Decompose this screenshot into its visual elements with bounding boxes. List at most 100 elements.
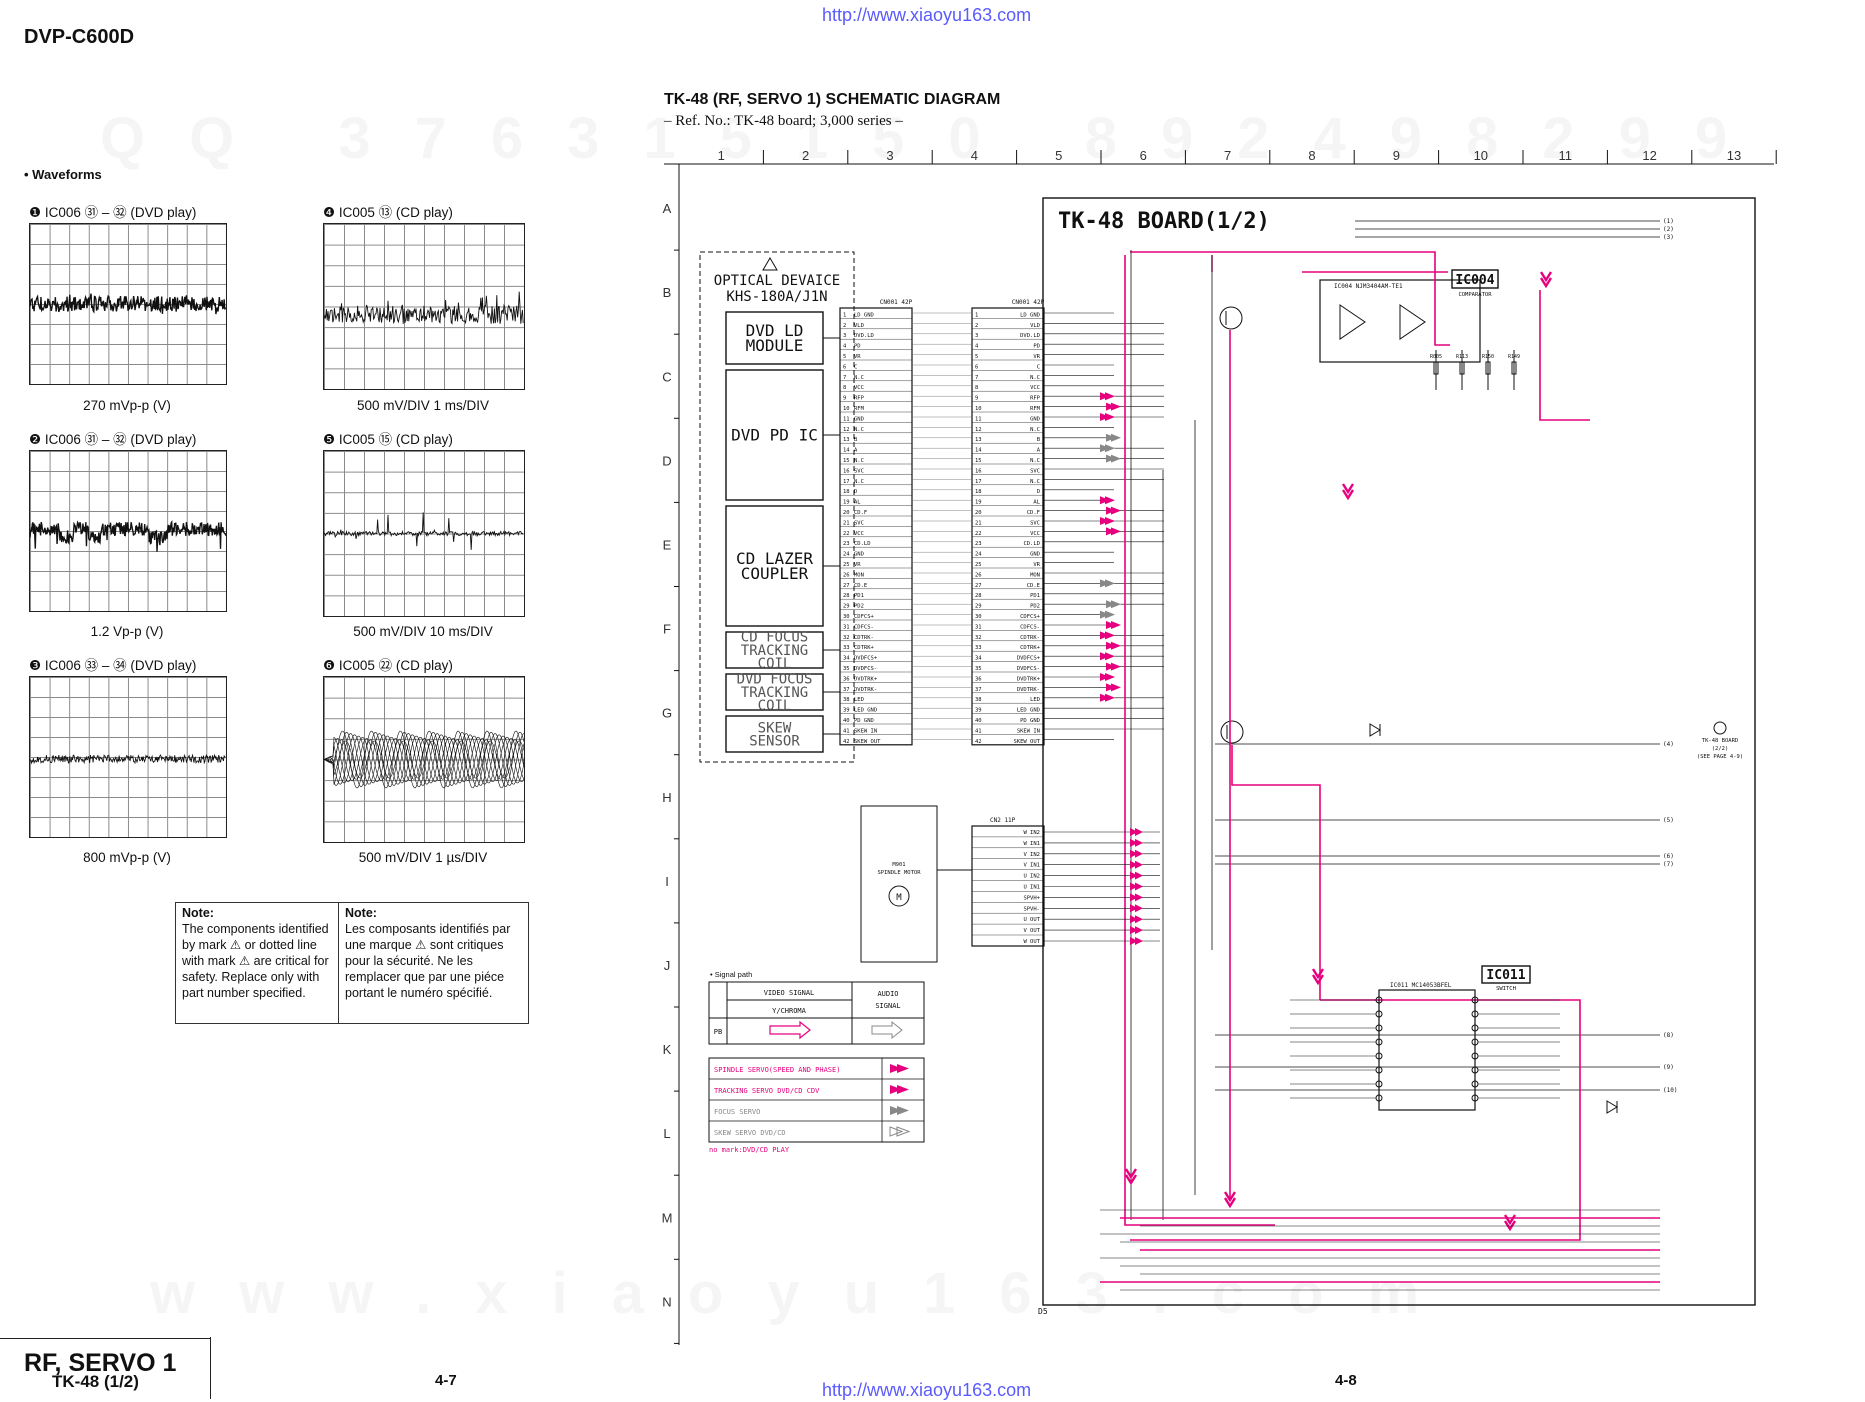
pin-number: 16 <box>843 468 850 474</box>
ic011-name: IC011 <box>1486 968 1525 983</box>
pin-number: 33 <box>843 645 850 651</box>
cd-focus-coil-block-label-1: TRACKING <box>741 643 808 659</box>
pin-number: 3 <box>975 333 978 339</box>
row-letter-E: E <box>663 537 672 552</box>
signal-path-title: • Signal path <box>710 970 752 979</box>
pin-label: N.C <box>854 375 864 381</box>
column-number-10: 10 <box>1474 148 1488 163</box>
legend-y-chroma: Y/CHROMA <box>772 1007 807 1015</box>
waveform-5-title: ❺ IC005 ⑮ (CD play) <box>323 432 453 447</box>
servo-legend-arrow-icon-3 <box>889 1126 911 1137</box>
pin-number: 29 <box>975 604 982 610</box>
waveform-1-scope <box>29 223 227 385</box>
optical-device-model: KHS-180A/J1N <box>726 289 827 305</box>
pin-number: 21 <box>975 520 982 526</box>
spindle-pin-label: SPVH- <box>1023 906 1040 912</box>
waveform-3-title: ❸ IC006 ㉝ – ㉞ (DVD play) <box>29 658 197 673</box>
pin-label: N.C <box>1030 375 1040 381</box>
pin-label: VR <box>854 354 861 360</box>
pin-label: N.C <box>1030 458 1040 464</box>
pin-number: 21 <box>843 520 850 526</box>
skew-sensor-block-label-0: SKEW <box>758 720 792 736</box>
pin-number: 2 <box>975 323 978 329</box>
pin-label: PD GND <box>1020 718 1040 724</box>
pin-label: D <box>1037 489 1040 495</box>
pin-label: CDTRK- <box>854 635 874 641</box>
page-number-right: 4-8 <box>1335 1372 1357 1389</box>
output-ref-8: (9) <box>1663 1064 1674 1071</box>
pin-number: 6 <box>843 364 846 370</box>
pin-label: DVDFCS- <box>1017 666 1040 672</box>
spindle-pin-label: W OUT <box>1023 939 1040 945</box>
signal-arrow-icon <box>1100 579 1115 588</box>
pin-number: 28 <box>975 593 982 599</box>
resistor-R150 <box>1485 361 1491 375</box>
sheet-ref-circle <box>1713 721 1727 735</box>
pin-label: CD.E <box>854 583 867 589</box>
cd-focus-coil-block-label-2: COIL <box>758 656 792 672</box>
comparator-symbol <box>1339 304 1366 340</box>
pin-number: 18 <box>975 489 982 495</box>
column-number-4: 4 <box>971 148 978 163</box>
safety-note-english: Note: The components identified by mark … <box>176 903 339 1023</box>
pin-number: 41 <box>975 728 982 734</box>
pin-label: N.C <box>854 479 864 485</box>
spindle-arrow-icon <box>1130 871 1143 880</box>
background-watermark-bottom: www.xiaoyu163.com <box>150 1260 1463 1327</box>
signal-arrow-icon <box>1106 662 1121 671</box>
waveform-trace <box>30 520 226 552</box>
pin-number: 10 <box>843 406 850 412</box>
waveform-2-scope <box>29 450 227 612</box>
pin-number: 7 <box>975 375 978 381</box>
pin-label: DVDFCS+ <box>1017 656 1041 662</box>
waveform-2-title: ❷ IC006 ㉛ – ㉜ (DVD play) <box>29 432 197 447</box>
waveform-trace <box>324 733 524 786</box>
pin-number: 42 <box>843 739 850 745</box>
signal-arrow-icon <box>1100 652 1115 661</box>
pin-label: RFP <box>1030 396 1041 402</box>
pin-number: 40 <box>975 718 982 724</box>
spindle-motor-ref: M901 <box>892 862 905 868</box>
signal-arrow-icon <box>1100 517 1115 525</box>
pin-label: LED <box>854 697 864 703</box>
pin-number: 39 <box>843 708 850 714</box>
waveform-4-title: ❹ IC005 ⑬ (CD play) <box>323 205 453 220</box>
pin-number: 32 <box>843 635 850 641</box>
pin-label: CDTRK+ <box>1020 645 1041 651</box>
servo-legend-label-2: FOCUS SERVO <box>714 1108 760 1116</box>
column-number-9: 9 <box>1393 148 1400 163</box>
signal-arrow-icon <box>1106 402 1121 411</box>
ic004-package <box>1319 279 1481 363</box>
servo-legend-arrow-icon-0 <box>890 1064 909 1073</box>
pin-label: SVC <box>854 520 864 526</box>
servo-legend-label-1: TRACKING SERVO DVD/CD CDV <box>714 1087 820 1095</box>
pin-number: 25 <box>975 562 982 568</box>
pin-label: CD.LD <box>1023 541 1040 547</box>
pin-number: 28 <box>843 593 850 599</box>
note-title-fr: Note: <box>345 906 377 920</box>
spindle-arrow-icon <box>1130 893 1143 902</box>
pin-number: 13 <box>843 437 850 443</box>
spindle-arrow-icon <box>1130 926 1143 935</box>
optical-device-title: OPTICAL DEVAICE <box>714 273 840 289</box>
signal-arrow-icon <box>1106 621 1121 629</box>
waveform-trace <box>324 731 524 788</box>
footer-board-title: TK-48 (1/2) <box>52 1372 139 1391</box>
pin-label: A <box>854 448 858 454</box>
spindle-motor-box <box>860 805 938 963</box>
waveform-3-scope <box>29 676 227 838</box>
signal-arrow-icon <box>1100 496 1115 505</box>
pin-label: A <box>1037 448 1041 454</box>
motor-icon <box>888 885 910 907</box>
optical-device-outline <box>699 251 855 763</box>
spindle-pin-label: U IN1 <box>1023 885 1040 891</box>
column-number-3: 3 <box>886 148 893 163</box>
pin-label: PD GND <box>854 718 874 724</box>
pin-label: DVD.LD <box>1020 333 1040 339</box>
pin-number: 13 <box>975 437 982 443</box>
resistor-R149 <box>1511 361 1517 375</box>
dvd-ld-module-block-label-1: MODULE <box>746 336 804 355</box>
dvd-pd-ic-block-label-0: DVD PD IC <box>731 426 818 445</box>
spindle-pin-label: V IN1 <box>1023 863 1040 869</box>
output-ref-5: (6) <box>1663 853 1674 860</box>
